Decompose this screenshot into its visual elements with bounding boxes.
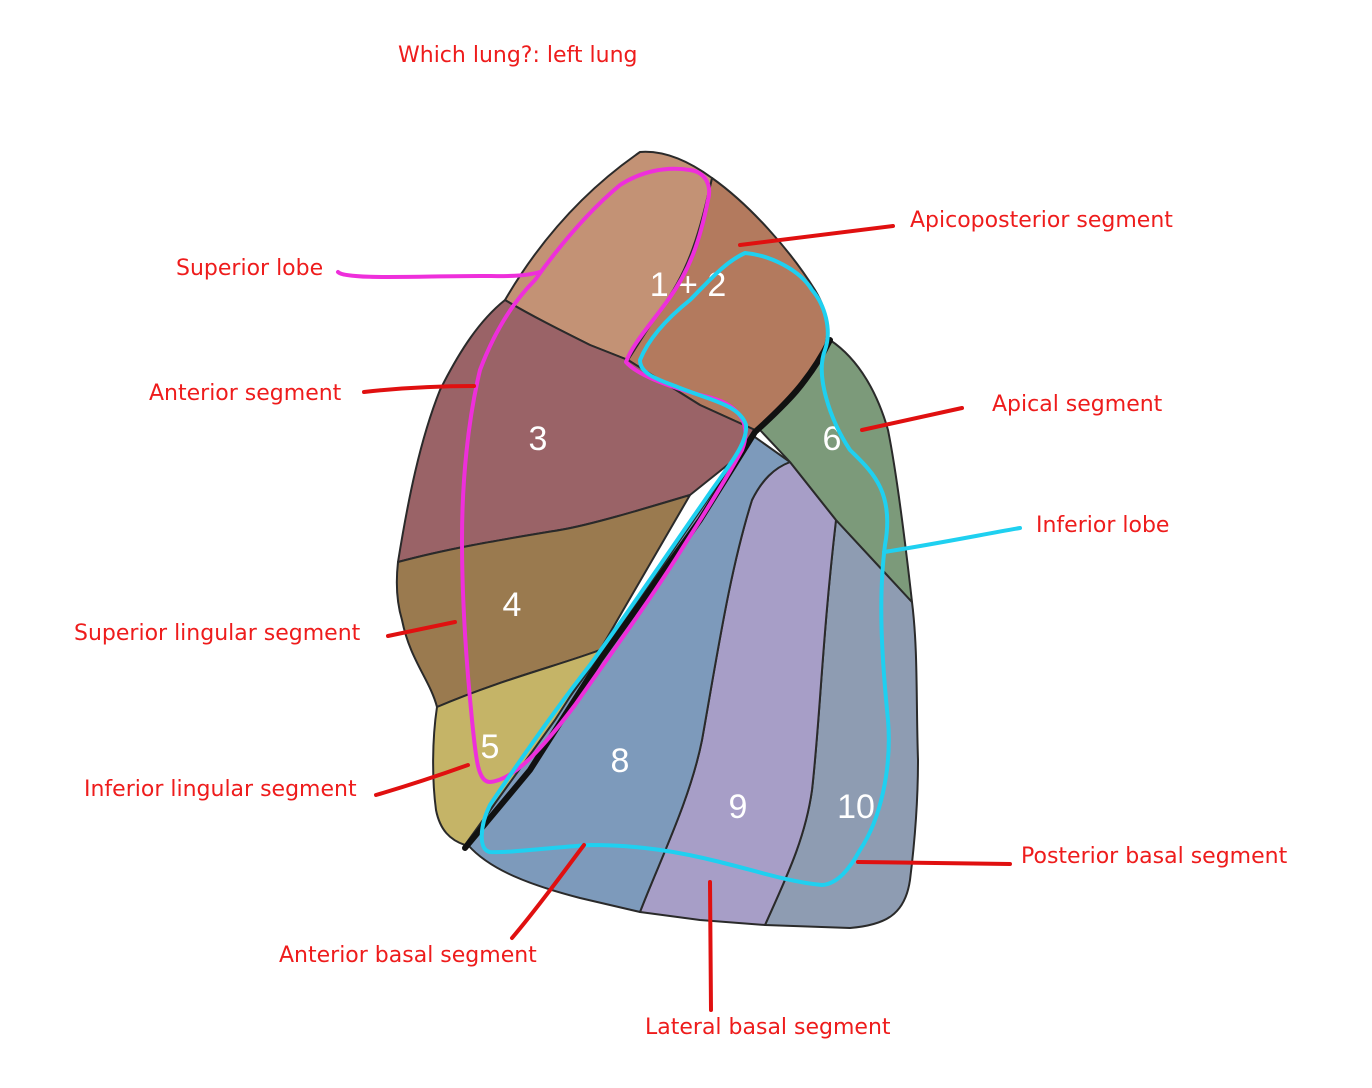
segment-number-10: 10 [837,788,875,826]
label-apical-segment: Apical segment [992,392,1163,417]
label-inferior-lobe: Inferior lobe [1036,513,1170,538]
segment-5-region [432,649,601,846]
segment-number-9: 9 [729,788,748,826]
pointer-anterior [362,384,476,394]
segment-number-8: 8 [611,742,630,780]
lung-segments [395,150,919,929]
superior-lobe-outline [460,166,748,784]
pointer-apical [860,406,964,432]
pointer-inferior-lingular [374,763,470,797]
segment-number-6: 6 [823,420,842,458]
segment-6-region [759,339,913,603]
pointer-lines [362,224,1012,1012]
pointer-lateral-basal [708,880,713,1012]
segment-number-1-2: 1 + 2 [650,266,727,304]
label-superior-lingular-segment: Superior lingular segment [74,621,361,646]
label-posterior-basal-segment: Posterior basal segment [1021,844,1288,869]
label-anterior-segment: Anterior segment [149,381,342,406]
pointer-superior-lobe [336,270,542,279]
pointer-anterior-basal [510,843,586,940]
label-inferior-lingular-segment: Inferior lingular segment [84,777,357,802]
segment-number-3: 3 [529,420,548,458]
label-apicoposterior-segment: Apicoposterior segment [910,208,1173,233]
pointer-apicoposterior [738,224,895,247]
label-anterior-basal-segment: Anterior basal segment [279,943,537,968]
question-label: Which lung?: left lung [398,43,638,68]
inferior-lobe-outline [479,251,891,887]
segment-number-5: 5 [481,728,500,766]
segment-number-4: 4 [503,586,522,624]
label-lateral-basal-segment: Lateral basal segment [645,1015,891,1040]
pointer-superior-lingular [386,620,457,638]
pointer-posterior-basal [856,860,1012,866]
label-superior-lobe: Superior lobe [176,256,324,281]
pointer-inferior-lobe [882,526,1022,554]
